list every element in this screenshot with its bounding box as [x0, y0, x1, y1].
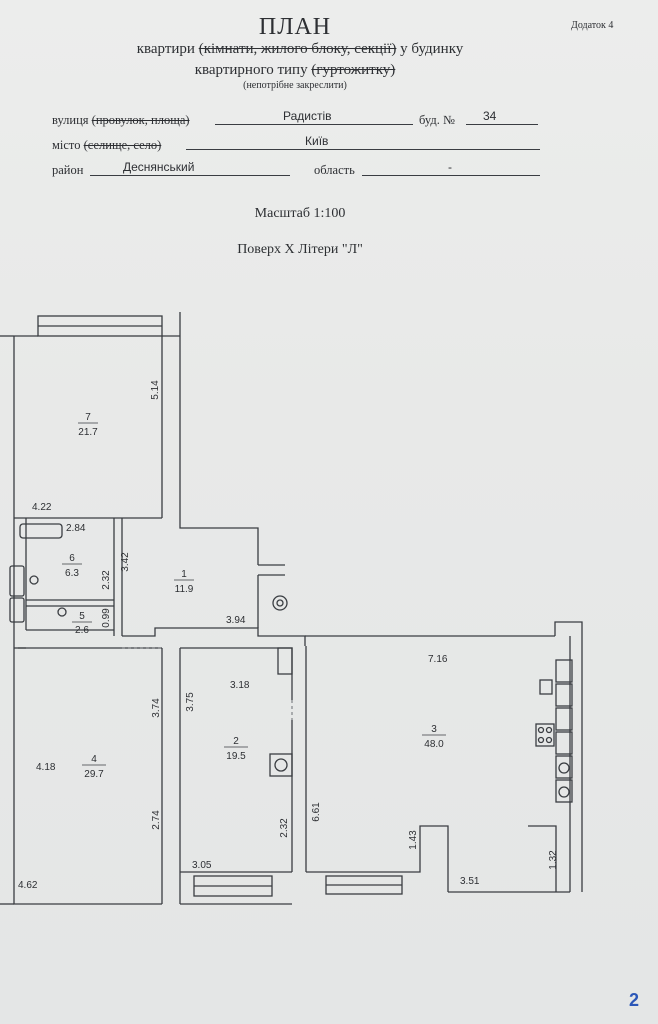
dimension-label: 3.18 [230, 680, 250, 691]
room-number: 1 [181, 569, 187, 580]
subtitle-apartment: квартири [136, 41, 195, 57]
dimension-label: 0.99 [101, 608, 112, 628]
appendix-label: Додаток 4 [571, 20, 614, 31]
district-value: Деснянський [123, 160, 195, 174]
room-number: 5 [79, 611, 85, 622]
dimension-label: 2.74 [151, 810, 162, 830]
region-label: область [314, 163, 355, 177]
region-value: - [448, 160, 452, 174]
city-underline [186, 149, 540, 150]
dimension-label: 3.05 [192, 860, 212, 871]
subtitle-struck-options: (кімнати, жилого блоку, секції) [198, 41, 397, 57]
subtitle-struck-dormitory: (гуртожитку) [311, 62, 396, 78]
dimension-label: 4.18 [36, 762, 56, 773]
room-number: 6 [69, 553, 75, 564]
city-label: місто [52, 138, 81, 152]
city-label-row: місто (селище, село) [52, 138, 161, 153]
building-underline [466, 124, 538, 125]
region-underline [362, 175, 540, 176]
room-area: 2.6 [75, 625, 89, 636]
street-underline [215, 124, 413, 125]
room-area: 11.9 [175, 584, 194, 595]
page-number: 2 [629, 990, 640, 1010]
room-area: 29.7 [84, 769, 104, 780]
dimension-label: 4.22 [32, 502, 52, 513]
room-area: 19.5 [226, 751, 246, 762]
building-value: 34 [483, 109, 497, 123]
dimension-label: 7.16 [428, 654, 448, 665]
district-underline [90, 175, 290, 176]
dimension-label: 5.14 [150, 380, 161, 400]
subtitle-line-1: квартири (кімнати, жилого блоку, секції)… [0, 41, 600, 58]
room-number: 4 [91, 754, 97, 765]
district-label: район [52, 163, 84, 177]
room-labels: 7 21.7 6 6.3 5 2.6 1 11.9 4 29.7 2 19.5 … [62, 412, 446, 780]
room-area: 48.0 [424, 739, 444, 750]
street-struck-options: (провулок, площа) [91, 113, 190, 127]
subtitle-in-building: у будинку [400, 41, 464, 57]
dimension-label: 3.74 [151, 698, 162, 718]
dimension-label: 3.51 [460, 876, 480, 887]
dimension-label: 4.62 [18, 880, 38, 891]
city-struck-options: (селище, село) [83, 138, 162, 152]
floor-label: Поверх X Літери "Л" [237, 242, 363, 257]
dimension-label: 2.84 [66, 523, 86, 534]
dimension-label: 2.32 [101, 570, 112, 590]
room-number: 3 [431, 724, 437, 735]
room-number: 2 [233, 736, 239, 747]
floor-plan: 7 21.7 6 6.3 5 2.6 1 11.9 4 29.7 2 19.5 … [0, 312, 583, 905]
dimension-label: 3.75 [185, 692, 196, 712]
dimension-label: 3.94 [226, 615, 246, 626]
subtitle-line-2: квартирного типу (гуртожитку) [0, 62, 590, 79]
room-area: 6.3 [65, 568, 79, 579]
dimension-label: 2.32 [279, 818, 290, 838]
scale-label: Масштаб 1:100 [254, 206, 346, 221]
dimension-labels: 5.14 4.22 2.84 3.42 2.32 0.99 3.94 7.16 … [18, 380, 559, 891]
dimension-label: 1.43 [408, 830, 419, 850]
plan-title: ПЛАН [258, 14, 332, 40]
room-number: 7 [85, 412, 91, 423]
street-label-row: вулиця (провулок, площа) [52, 113, 190, 128]
city-value: Київ [305, 134, 329, 148]
street-value: Радистів [283, 109, 332, 123]
door-openings [122, 647, 293, 720]
strike-note: (непотрібне закреслити) [243, 80, 347, 91]
room-area: 21.7 [78, 427, 98, 438]
dimension-label: 1.32 [548, 850, 559, 870]
dimension-label: 3.42 [120, 552, 131, 572]
dimension-label: 6.61 [311, 802, 322, 822]
building-label: буд. № [419, 113, 455, 127]
subtitle-apartment-type: квартирного типу [194, 62, 308, 78]
walls [0, 312, 583, 905]
street-label: вулиця [52, 113, 89, 127]
